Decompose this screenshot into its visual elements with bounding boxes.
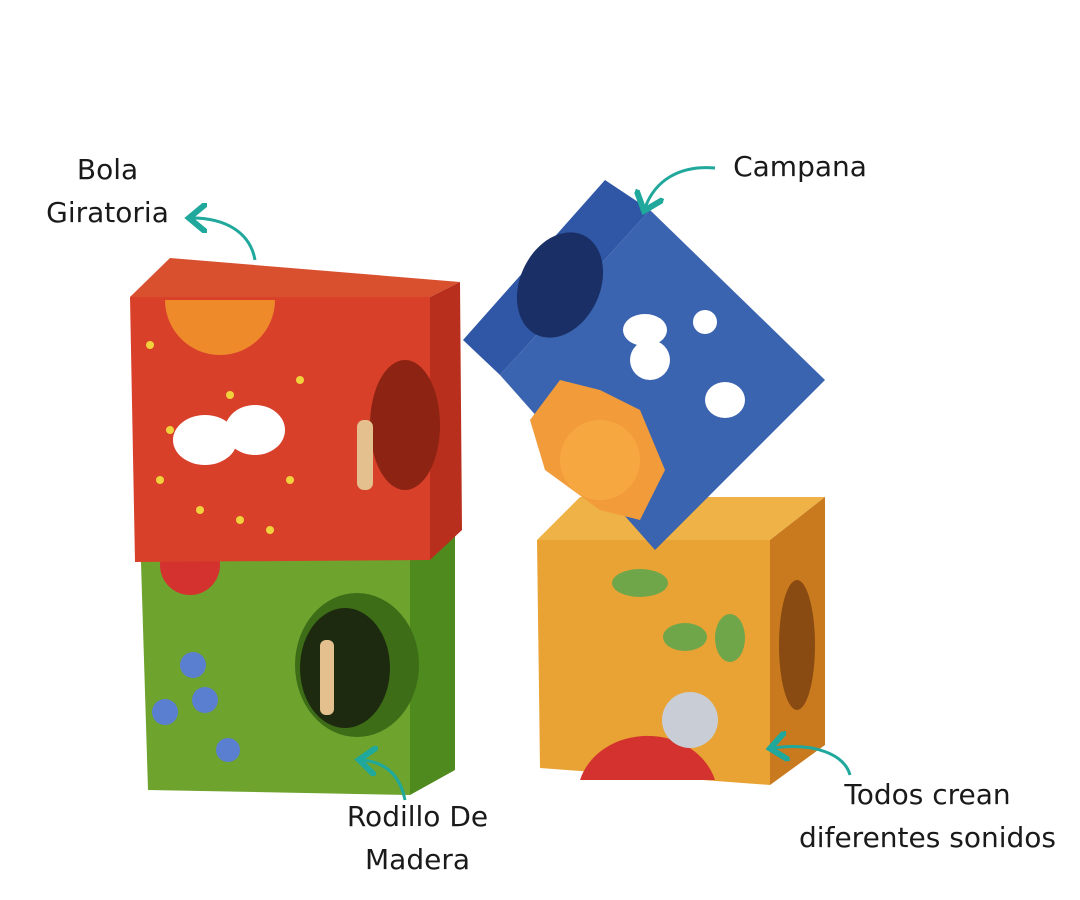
label-spinning-ball-line2: Giratoria xyxy=(46,196,169,229)
label-wooden-roller-line2: Madera xyxy=(365,843,470,876)
label-all-sounds-line2: diferentes sonidos xyxy=(799,821,1056,854)
arrow-all-sounds xyxy=(773,747,852,776)
label-spinning-ball: Bola Giratoria xyxy=(40,148,175,234)
label-all-sounds-line1: Todos crean xyxy=(844,778,1011,811)
blue-cube xyxy=(463,180,825,550)
label-all-sounds: Todos crean diferentes sonidos xyxy=(780,773,1075,859)
label-bell: Campana xyxy=(733,150,867,183)
arrow-bell xyxy=(645,166,716,208)
arrow-spinning-ball xyxy=(192,218,257,261)
green-cube xyxy=(140,525,455,795)
label-spinning-ball-line1: Bola xyxy=(76,153,139,186)
arrow-wooden-roller xyxy=(362,760,407,801)
label-wooden-roller: Rodillo De Madera xyxy=(330,795,505,881)
label-wooden-roller-line1: Rodillo De xyxy=(346,800,489,833)
red-cube xyxy=(130,258,462,562)
orange-cube xyxy=(537,497,825,785)
